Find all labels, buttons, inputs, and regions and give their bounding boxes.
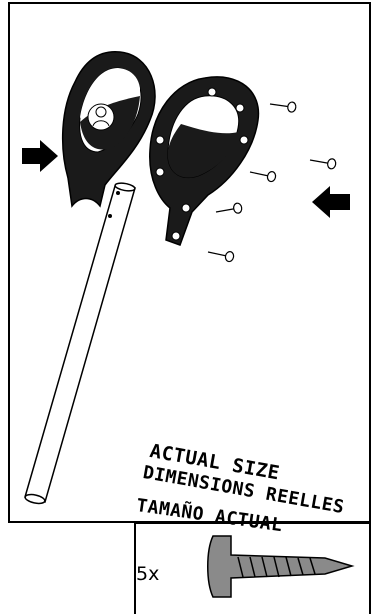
screw-icon	[208, 536, 352, 597]
